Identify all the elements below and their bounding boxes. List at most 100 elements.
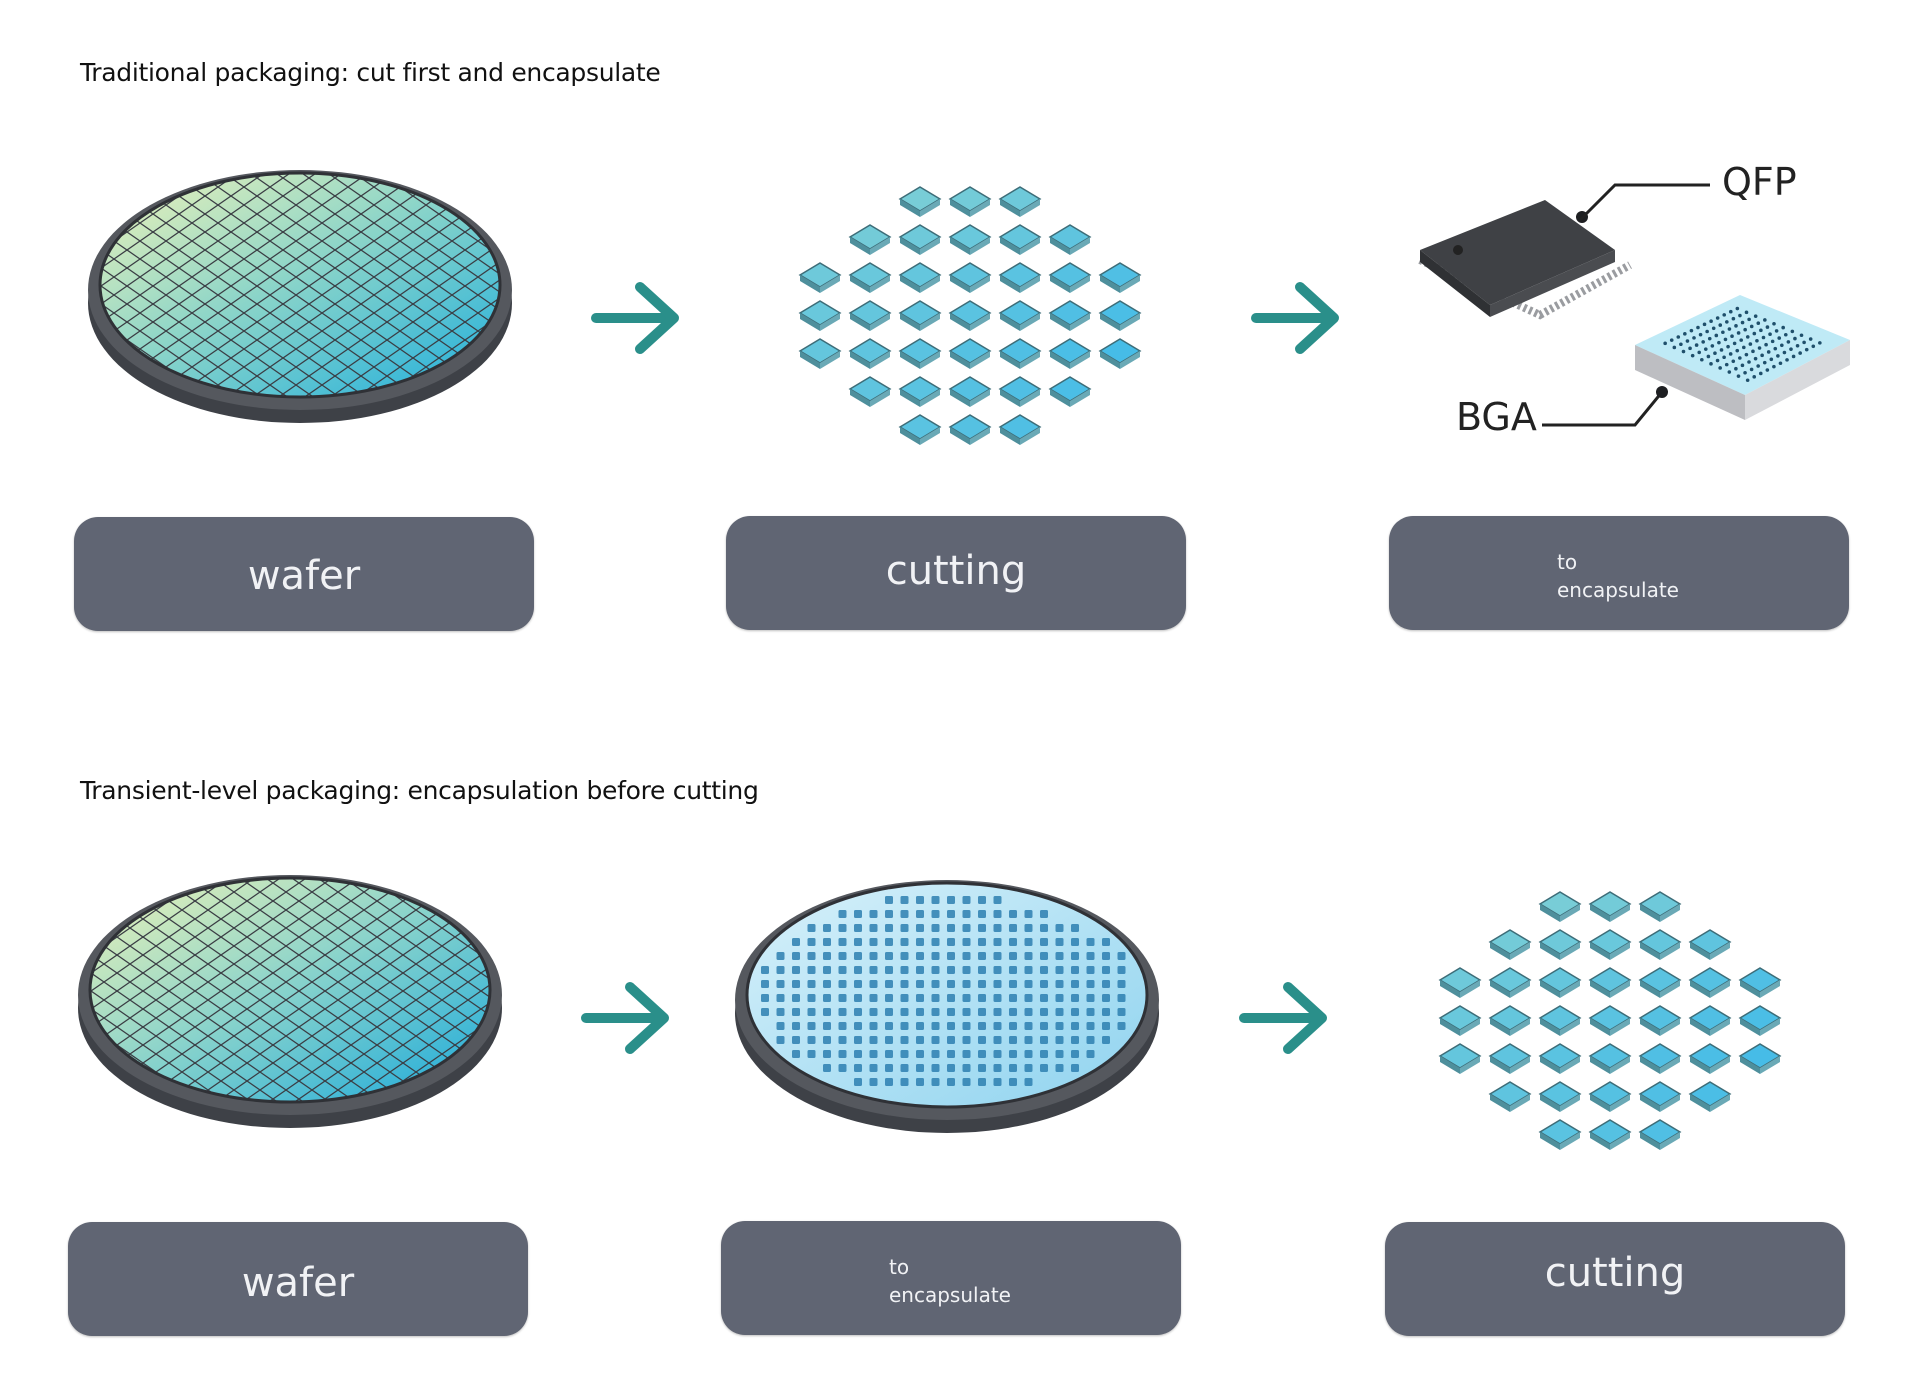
chip-die: [1688, 1005, 1732, 1036]
chip-die: [1438, 1005, 1482, 1036]
chip-die: [1588, 1005, 1632, 1036]
chip-die: [1048, 224, 1092, 255]
chip-die: [998, 414, 1042, 445]
chip-die: [848, 300, 892, 331]
chip-die: [1538, 891, 1582, 922]
chip-die: [1638, 1005, 1682, 1036]
step-box-cutting: cutting: [1385, 1222, 1845, 1336]
chip-die: [1048, 376, 1092, 407]
encapsulated-wafer-illustration: [735, 880, 1159, 1133]
chip-die: [898, 300, 942, 331]
diced-chips-illustration-2: [1438, 891, 1782, 1150]
chip-die: [1638, 929, 1682, 960]
chip-die: [998, 224, 1042, 255]
step-label: to encapsulate: [889, 1253, 1011, 1309]
chip-die: [1538, 1081, 1582, 1112]
chip-die: [1538, 929, 1582, 960]
chip-die: [1638, 1119, 1682, 1150]
step-label-line-1: to: [889, 1255, 910, 1279]
step-box-encapsulate: to encapsulate: [1389, 516, 1849, 630]
chip-die: [898, 186, 942, 217]
chip-die: [1638, 1043, 1682, 1074]
arrow-icon: [581, 982, 669, 1054]
chip-die: [1738, 967, 1782, 998]
arrow-icon: [591, 282, 679, 354]
chip-die: [948, 262, 992, 293]
chip-die: [1588, 929, 1632, 960]
chip-die: [1588, 891, 1632, 922]
arrow-icon: [1251, 282, 1339, 354]
chip-die: [1538, 1043, 1582, 1074]
step-box-encapsulate: to encapsulate: [721, 1221, 1181, 1335]
chip-die: [1048, 300, 1092, 331]
chip-die: [998, 376, 1042, 407]
qfp-leader-line: [1578, 183, 1710, 222]
step-box-cutting: cutting: [726, 516, 1186, 630]
chip-die: [1588, 967, 1632, 998]
arrow-icon: [1239, 982, 1327, 1054]
chip-die: [798, 300, 842, 331]
chip-die: [1588, 1119, 1632, 1150]
chip-die: [898, 224, 942, 255]
chip-die: [1638, 967, 1682, 998]
chip-die: [1098, 262, 1142, 293]
step-label: cutting: [1544, 1250, 1686, 1296]
chip-die: [1588, 1081, 1632, 1112]
chip-die: [1738, 1005, 1782, 1036]
chip-die: [1048, 338, 1092, 369]
chip-die: [1538, 1119, 1582, 1150]
chip-die: [898, 376, 942, 407]
chip-die: [948, 300, 992, 331]
chip-die: [948, 338, 992, 369]
chip-die: [898, 262, 942, 293]
section-title-traditional: Traditional packaging: cut first and enc…: [80, 58, 661, 87]
chip-die: [1588, 1043, 1632, 1074]
chip-die: [998, 262, 1042, 293]
chip-die: [998, 186, 1042, 217]
step-label: to encapsulate: [1557, 548, 1679, 604]
chip-die: [898, 338, 942, 369]
chip-die: [1688, 1081, 1732, 1112]
chip-die: [1098, 300, 1142, 331]
qfp-label: QFP: [1722, 160, 1797, 204]
diced-chips-illustration-1: [798, 186, 1142, 445]
chip-die: [898, 414, 942, 445]
bga-leader-line: [1542, 386, 1668, 427]
chip-die: [948, 186, 992, 217]
chip-die: [998, 300, 1042, 331]
bga-label: BGA: [1456, 395, 1537, 439]
step-label-line-1: to: [1557, 550, 1578, 574]
chip-die: [948, 414, 992, 445]
wafer-illustration-2: [78, 875, 502, 1128]
chip-die: [848, 224, 892, 255]
chip-die: [1488, 929, 1532, 960]
chip-die: [1688, 1043, 1732, 1074]
step-label: wafer: [241, 1260, 355, 1306]
step-label-line-2: encapsulate: [1557, 578, 1679, 602]
bga-package-illustration: [1635, 295, 1850, 420]
chip-die: [1048, 262, 1092, 293]
chip-die: [798, 338, 842, 369]
chip-die: [1488, 1081, 1532, 1112]
step-label: cutting: [885, 548, 1027, 594]
chip-die: [1488, 967, 1532, 998]
chip-die: [1538, 1005, 1582, 1036]
step-box-wafer: wafer: [74, 517, 534, 631]
chip-die: [1738, 1043, 1782, 1074]
chip-die: [1438, 967, 1482, 998]
chip-die: [998, 338, 1042, 369]
chip-die: [1688, 929, 1732, 960]
step-box-wafer: wafer: [68, 1222, 528, 1336]
section-title-wafer-level: Transient-level packaging: encapsulation…: [80, 776, 759, 805]
chip-die: [1638, 1081, 1682, 1112]
chip-die: [1438, 1043, 1482, 1074]
step-label: wafer: [247, 553, 361, 599]
chip-die: [848, 338, 892, 369]
chip-die: [1688, 967, 1732, 998]
chip-die: [1488, 1043, 1532, 1074]
qfp-package-illustration: [1418, 200, 1632, 320]
chip-die: [948, 224, 992, 255]
chip-die: [848, 376, 892, 407]
chip-die: [1638, 891, 1682, 922]
chip-die: [848, 262, 892, 293]
